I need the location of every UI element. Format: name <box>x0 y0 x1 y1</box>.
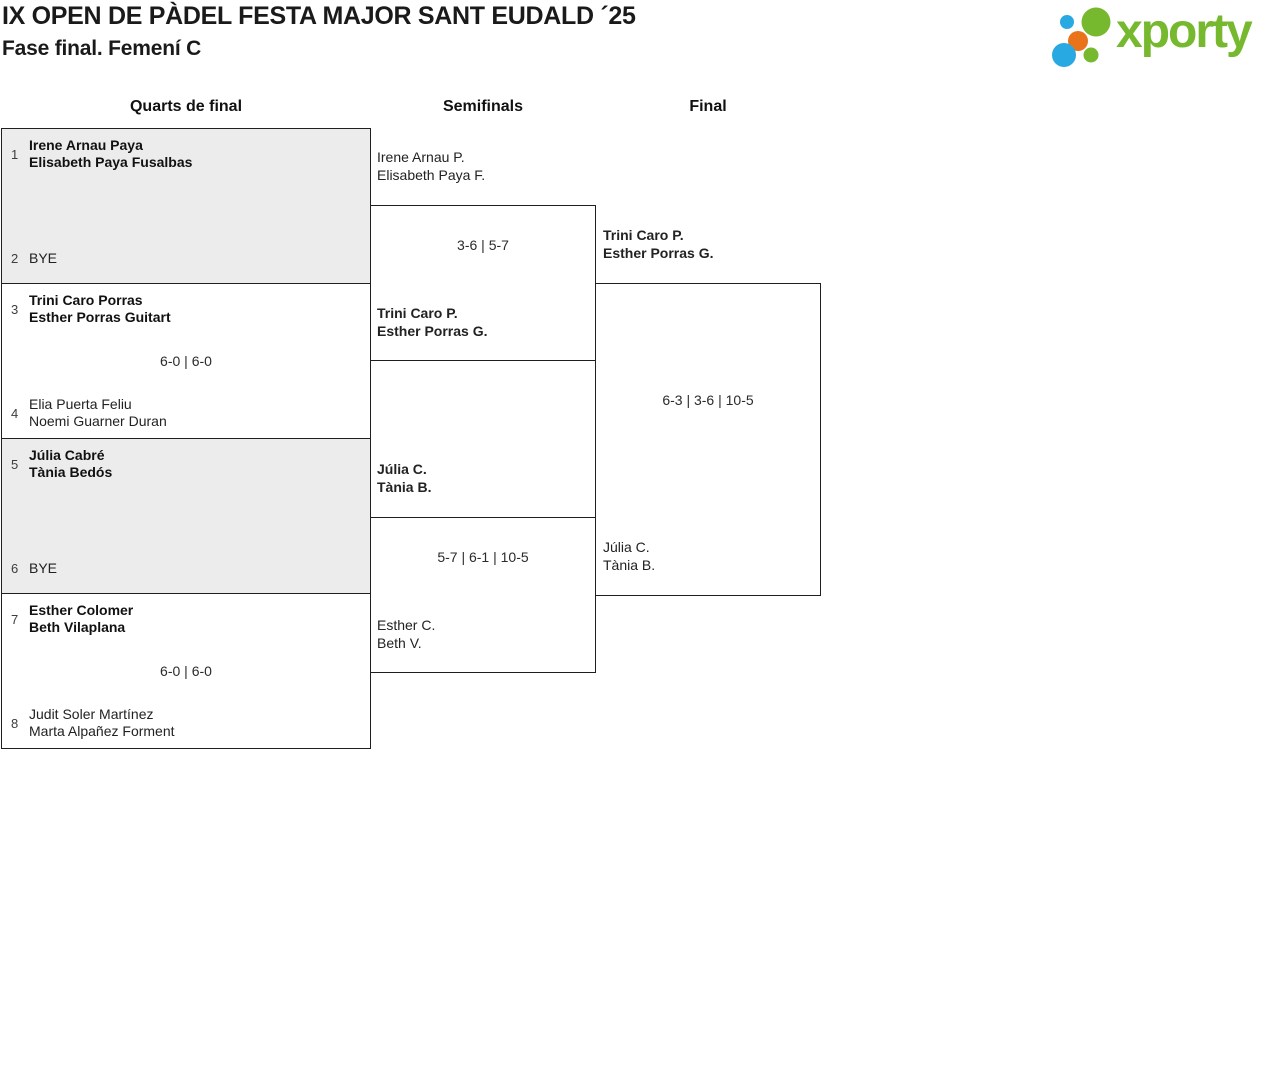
player-name: Esther Porras G. <box>603 245 714 261</box>
phase-subtitle: Fase final. Femení C <box>2 37 202 60</box>
qf2-top-slot: 3 Trini Caro Porras Esther Porras Guitar… <box>2 292 370 326</box>
player-name: Tània B. <box>377 479 432 495</box>
team-pair: Esther Colomer Beth Vilaplana <box>22 602 133 636</box>
final-team-top: Trini Caro P. Esther Porras G. <box>603 226 714 262</box>
sf2-score: 5-7 | 6-1 | 10-5 <box>437 549 529 565</box>
seed-number: 4 <box>11 405 19 421</box>
xporty-logo[interactable]: xporty <box>1048 4 1253 68</box>
player-name: Noemi Guarner Duran <box>29 413 167 429</box>
player-name: Trini Caro Porras <box>29 292 143 308</box>
player-name: Elia Puerta Feliu <box>29 396 132 412</box>
match-score: 6-0 | 6-0 <box>160 353 212 369</box>
team-pair: Judit Soler Martínez Marta Alpañez Forme… <box>22 706 175 740</box>
player-name: Elisabeth Paya Fusalbas <box>29 154 193 170</box>
tournament-title: IX OPEN DE PÀDEL FESTA MAJOR SANT EUDALD… <box>2 2 636 30</box>
qf1-top-slot: 1 Irene Arnau Paya Elisabeth Paya Fusalb… <box>2 137 370 171</box>
player-name: Esther Porras Guitart <box>29 309 171 325</box>
player-name: Júlia C. <box>377 461 427 477</box>
player-name: Tània B. <box>603 557 656 573</box>
player-name: Trini Caro P. <box>603 227 684 243</box>
qf1-bottom-slot: 2 BYE <box>2 241 370 275</box>
team-pair: Irene Arnau Paya Elisabeth Paya Fusalbas <box>22 137 192 171</box>
qf4-top-slot: 7 Esther Colomer Beth Vilaplana <box>2 602 370 636</box>
page-header: IX OPEN DE PÀDEL FESTA MAJOR SANT EUDALD… <box>0 0 1280 80</box>
player-name: Elisabeth Paya F. <box>377 167 486 183</box>
player-name: Júlia C. <box>603 539 650 555</box>
round-header-final: Final <box>689 98 727 115</box>
final-team-bottom: Júlia C. Tània B. <box>603 538 655 574</box>
player-name: Tània Bedós <box>29 464 113 480</box>
sf2-team-top: Júlia C. Tània B. <box>377 460 431 496</box>
team-pair: Júlia Cabré Tània Bedós <box>22 447 112 481</box>
final-score: 6-3 | 3-6 | 10-5 <box>662 392 754 408</box>
qf2-bottom-slot: 4 Elia Puerta Feliu Noemi Guarner Duran <box>2 396 370 430</box>
player-name: Irene Arnau Paya <box>29 137 143 153</box>
player-name: Irene Arnau P. <box>377 149 465 165</box>
team-pair: Elia Puerta Feliu Noemi Guarner Duran <box>22 396 167 430</box>
player-name: BYE <box>29 249 58 266</box>
team-pair: BYE <box>22 250 57 267</box>
player-name: Esther C. <box>377 617 436 633</box>
seed-number: 3 <box>11 301 19 317</box>
player-name: Beth V. <box>377 635 422 651</box>
match-score: 6-0 | 6-0 <box>160 663 212 679</box>
player-name: Beth Vilaplana <box>29 619 126 635</box>
team-pair: BYE <box>22 560 57 577</box>
seed-number: 5 <box>11 456 19 472</box>
player-name: Júlia Cabré <box>29 447 105 463</box>
player-name: Trini Caro P. <box>377 305 458 321</box>
qf3-bottom-slot: 6 BYE <box>2 551 370 585</box>
seed-number: 2 <box>11 250 19 266</box>
player-name: Judit Soler Martínez <box>29 706 154 722</box>
qf4-bottom-slot: 8 Judit Soler Martínez Marta Alpañez For… <box>2 706 370 740</box>
sf1-team-top: Irene Arnau P. Elisabeth Paya F. <box>377 148 485 184</box>
seed-number: 8 <box>11 715 19 731</box>
sf1-score: 3-6 | 5-7 <box>457 237 509 253</box>
seed-number: 1 <box>11 146 19 162</box>
sf1-team-bottom: Trini Caro P. Esther Porras G. <box>377 304 488 340</box>
sf2-team-bottom: Esther C. Beth V. <box>377 616 435 652</box>
qf-match-4[interactable]: 7 Esther Colomer Beth Vilaplana 6-0 | 6-… <box>1 593 371 749</box>
player-name: BYE <box>29 559 58 576</box>
round-header-quarterfinals: Quarts de final <box>129 98 243 115</box>
qf3-top-slot: 5 Júlia Cabré Tània Bedós <box>2 447 370 481</box>
final-match[interactable] <box>595 283 821 596</box>
qf-match-3[interactable]: 5 Júlia Cabré Tània Bedós 6 BYE <box>1 438 371 594</box>
round-header-semifinals: Semifinals <box>442 98 524 115</box>
player-name: Marta Alpañez Forment <box>29 723 175 739</box>
xporty-wordmark: xporty <box>1116 5 1253 58</box>
seed-number: 7 <box>11 611 19 627</box>
team-pair: Trini Caro Porras Esther Porras Guitart <box>22 292 171 326</box>
player-name: Esther Porras G. <box>377 323 488 339</box>
qf-match-1[interactable]: 1 Irene Arnau Paya Elisabeth Paya Fusalb… <box>1 128 371 284</box>
xporty-dots-icon <box>1052 7 1111 67</box>
seed-number: 6 <box>11 560 19 576</box>
qf-match-2[interactable]: 3 Trini Caro Porras Esther Porras Guitar… <box>1 283 371 439</box>
sf-match-2[interactable] <box>370 517 596 673</box>
player-name: Esther Colomer <box>29 602 134 618</box>
